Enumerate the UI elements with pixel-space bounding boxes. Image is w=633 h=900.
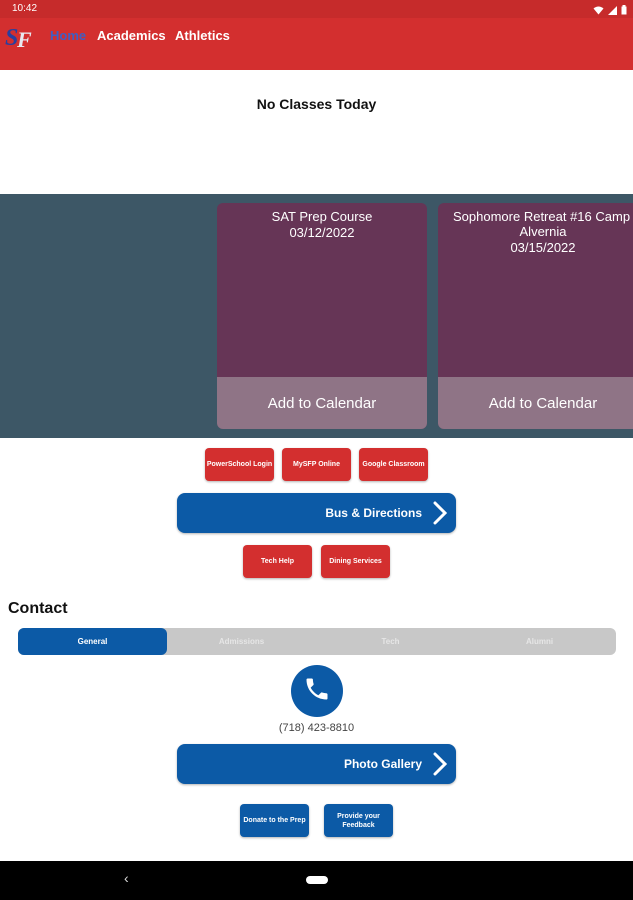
status-time: 10:42: [12, 3, 38, 14]
status-bar: [0, 0, 633, 18]
battery-icon: [621, 2, 627, 20]
contact-tabs: General Admissions Tech Alumni: [18, 628, 616, 655]
feedback-button[interactable]: Provide your Feedback: [324, 804, 393, 837]
chevron-right-icon: [432, 744, 448, 784]
tech-help-button[interactable]: Tech Help: [243, 545, 312, 578]
tab-athletics[interactable]: Athletics: [175, 28, 230, 43]
google-classroom-button[interactable]: Google Classroom: [359, 448, 428, 481]
tab-home[interactable]: Home: [50, 28, 87, 43]
dining-services-button[interactable]: Dining Services: [321, 545, 390, 578]
add-to-calendar-button[interactable]: Add to Calendar: [217, 377, 427, 429]
contact-heading: Contact: [8, 600, 68, 617]
tab-general[interactable]: General: [18, 628, 167, 655]
donate-button[interactable]: Donate to the Prep: [240, 804, 309, 837]
app-bar: [0, 18, 633, 70]
status-icons: [593, 2, 627, 20]
back-icon[interactable]: ‹: [124, 870, 129, 886]
event-title: SAT Prep Course: [271, 209, 373, 224]
event-title: Sophomore Retreat #16 Camp: [453, 209, 631, 224]
mysfp-online-button[interactable]: MySFP Online: [282, 448, 351, 481]
tab-alumni[interactable]: Alumni: [525, 637, 554, 646]
svg-text:F: F: [16, 27, 32, 52]
event-title-line2: Alvernia: [519, 224, 567, 239]
svg-text:S: S: [5, 25, 18, 51]
tab-academics[interactable]: Academics: [97, 28, 166, 43]
powerschool-login-button[interactable]: PowerSchool Login: [205, 448, 274, 481]
events-carousel[interactable]: SAT Prep Course 03/12/2022 Add to Calend…: [0, 194, 633, 438]
bus-directions-label: Bus & Directions: [325, 506, 422, 520]
tab-tech[interactable]: Tech: [381, 637, 400, 646]
chevron-right-icon: [432, 493, 448, 533]
event-date: 03/12/2022: [289, 225, 355, 240]
add-to-calendar-button[interactable]: Add to Calendar: [438, 377, 633, 429]
event-card[interactable]: Sophomore Retreat #16 Camp Alvernia 03/1…: [438, 203, 633, 429]
event-date: 03/15/2022: [510, 240, 576, 255]
photo-gallery-button[interactable]: Photo Gallery: [177, 744, 456, 784]
schedule-message: No Classes Today: [256, 96, 377, 112]
event-card[interactable]: SAT Prep Course 03/12/2022 Add to Calend…: [217, 203, 427, 429]
call-button[interactable]: [291, 665, 343, 717]
signal-icon: [608, 2, 617, 20]
school-logo[interactable]: S F: [4, 20, 36, 52]
photo-gallery-label: Photo Gallery: [343, 757, 422, 771]
bus-directions-button[interactable]: Bus & Directions: [177, 493, 456, 533]
tab-admissions[interactable]: Admissions: [218, 637, 265, 646]
phone-icon: [303, 675, 331, 708]
wifi-icon: [593, 2, 604, 20]
phone-number: (718) 423-8810: [278, 722, 355, 734]
home-pill-icon[interactable]: [306, 876, 328, 884]
